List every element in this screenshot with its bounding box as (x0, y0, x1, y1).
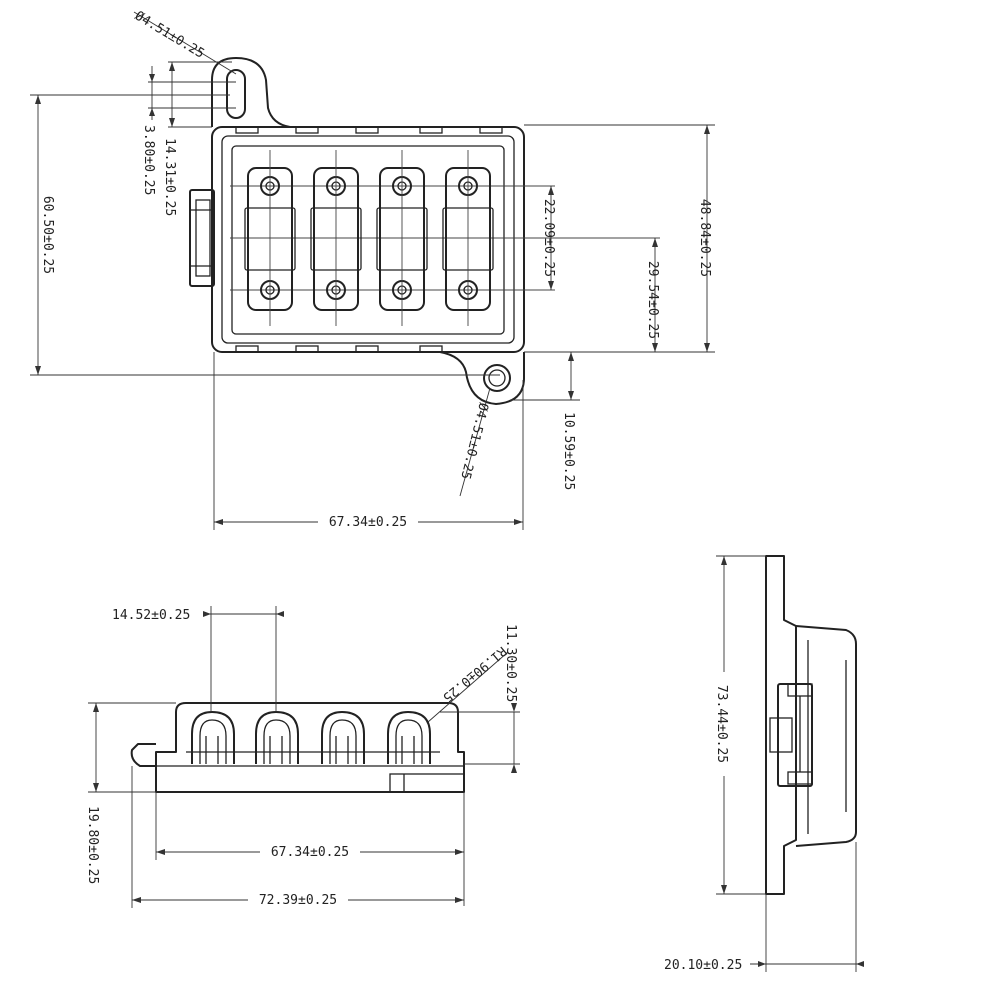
dim-body-width-front: 67.34±0.25 (271, 845, 349, 860)
mounting-ear-bottom (439, 351, 525, 405)
front-terminal-2 (255, 711, 299, 764)
dim-slot-height: 11.30±0.25 (503, 624, 518, 702)
fuse-slot-2 (310, 150, 362, 326)
top-view: 60.50±0.25 Ø4.51±0.25 3.80±0.25 14.31±0.… (30, 9, 715, 530)
front-body (155, 702, 465, 793)
dim-terminal-pitch-inner: 22.09±0.25 (541, 199, 556, 277)
dim-side-height: 73.44±0.25 (714, 685, 729, 763)
dim-side-depth: 20.10±0.25 (664, 958, 742, 973)
mounting-hole-bottom (483, 364, 511, 392)
front-view: 14.52±0.25 R1.90±0.25 11.30±0.25 19.80±0… (85, 606, 520, 908)
mounting-ear-top (211, 57, 291, 128)
dim-hole-to-body-bottom: 10.59±0.25 (561, 412, 576, 490)
dim-body-width-top: 67.34±0.25 (329, 515, 407, 530)
front-terminal-4 (387, 711, 431, 764)
dim-hole-bottom-diameter: Ø4.51±0.25 (457, 401, 490, 481)
side-view: 73.44±0.25 20.10±0.25 (664, 555, 864, 973)
front-clip (130, 743, 156, 767)
side-plate (765, 555, 797, 895)
dim-slot-offset: 3.80±0.25 (141, 125, 156, 195)
dim-fuse-pitch: 14.52±0.25 (112, 608, 190, 623)
fuse-slot-1 (244, 150, 296, 326)
dim-overall-height: 60.50±0.25 (40, 196, 55, 274)
mounting-slot-top (226, 69, 246, 119)
dim-body-height: 48.84±0.25 (697, 199, 712, 277)
dim-hole-to-body-top: 14.31±0.25 (162, 138, 177, 216)
dim-overall-width: 72.39±0.25 (259, 893, 337, 908)
dim-fillet-radius: R1.90±0.25 (439, 643, 509, 705)
front-terminal-3 (321, 711, 365, 764)
fuse-slot-4 (442, 150, 494, 326)
dim-hole-top-diameter: Ø4.51±0.25 (132, 9, 207, 62)
fuse-slot-3 (376, 150, 428, 326)
side-clip (189, 189, 215, 287)
front-terminal-1 (191, 711, 235, 764)
dim-terminal-pitch-outer: 29.54±0.25 (645, 261, 660, 339)
dim-front-height: 19.80±0.25 (85, 806, 100, 884)
front-terminals (191, 711, 431, 764)
side-body (795, 625, 857, 847)
fuse-block-body (211, 126, 525, 353)
fuse-slots (244, 150, 494, 326)
